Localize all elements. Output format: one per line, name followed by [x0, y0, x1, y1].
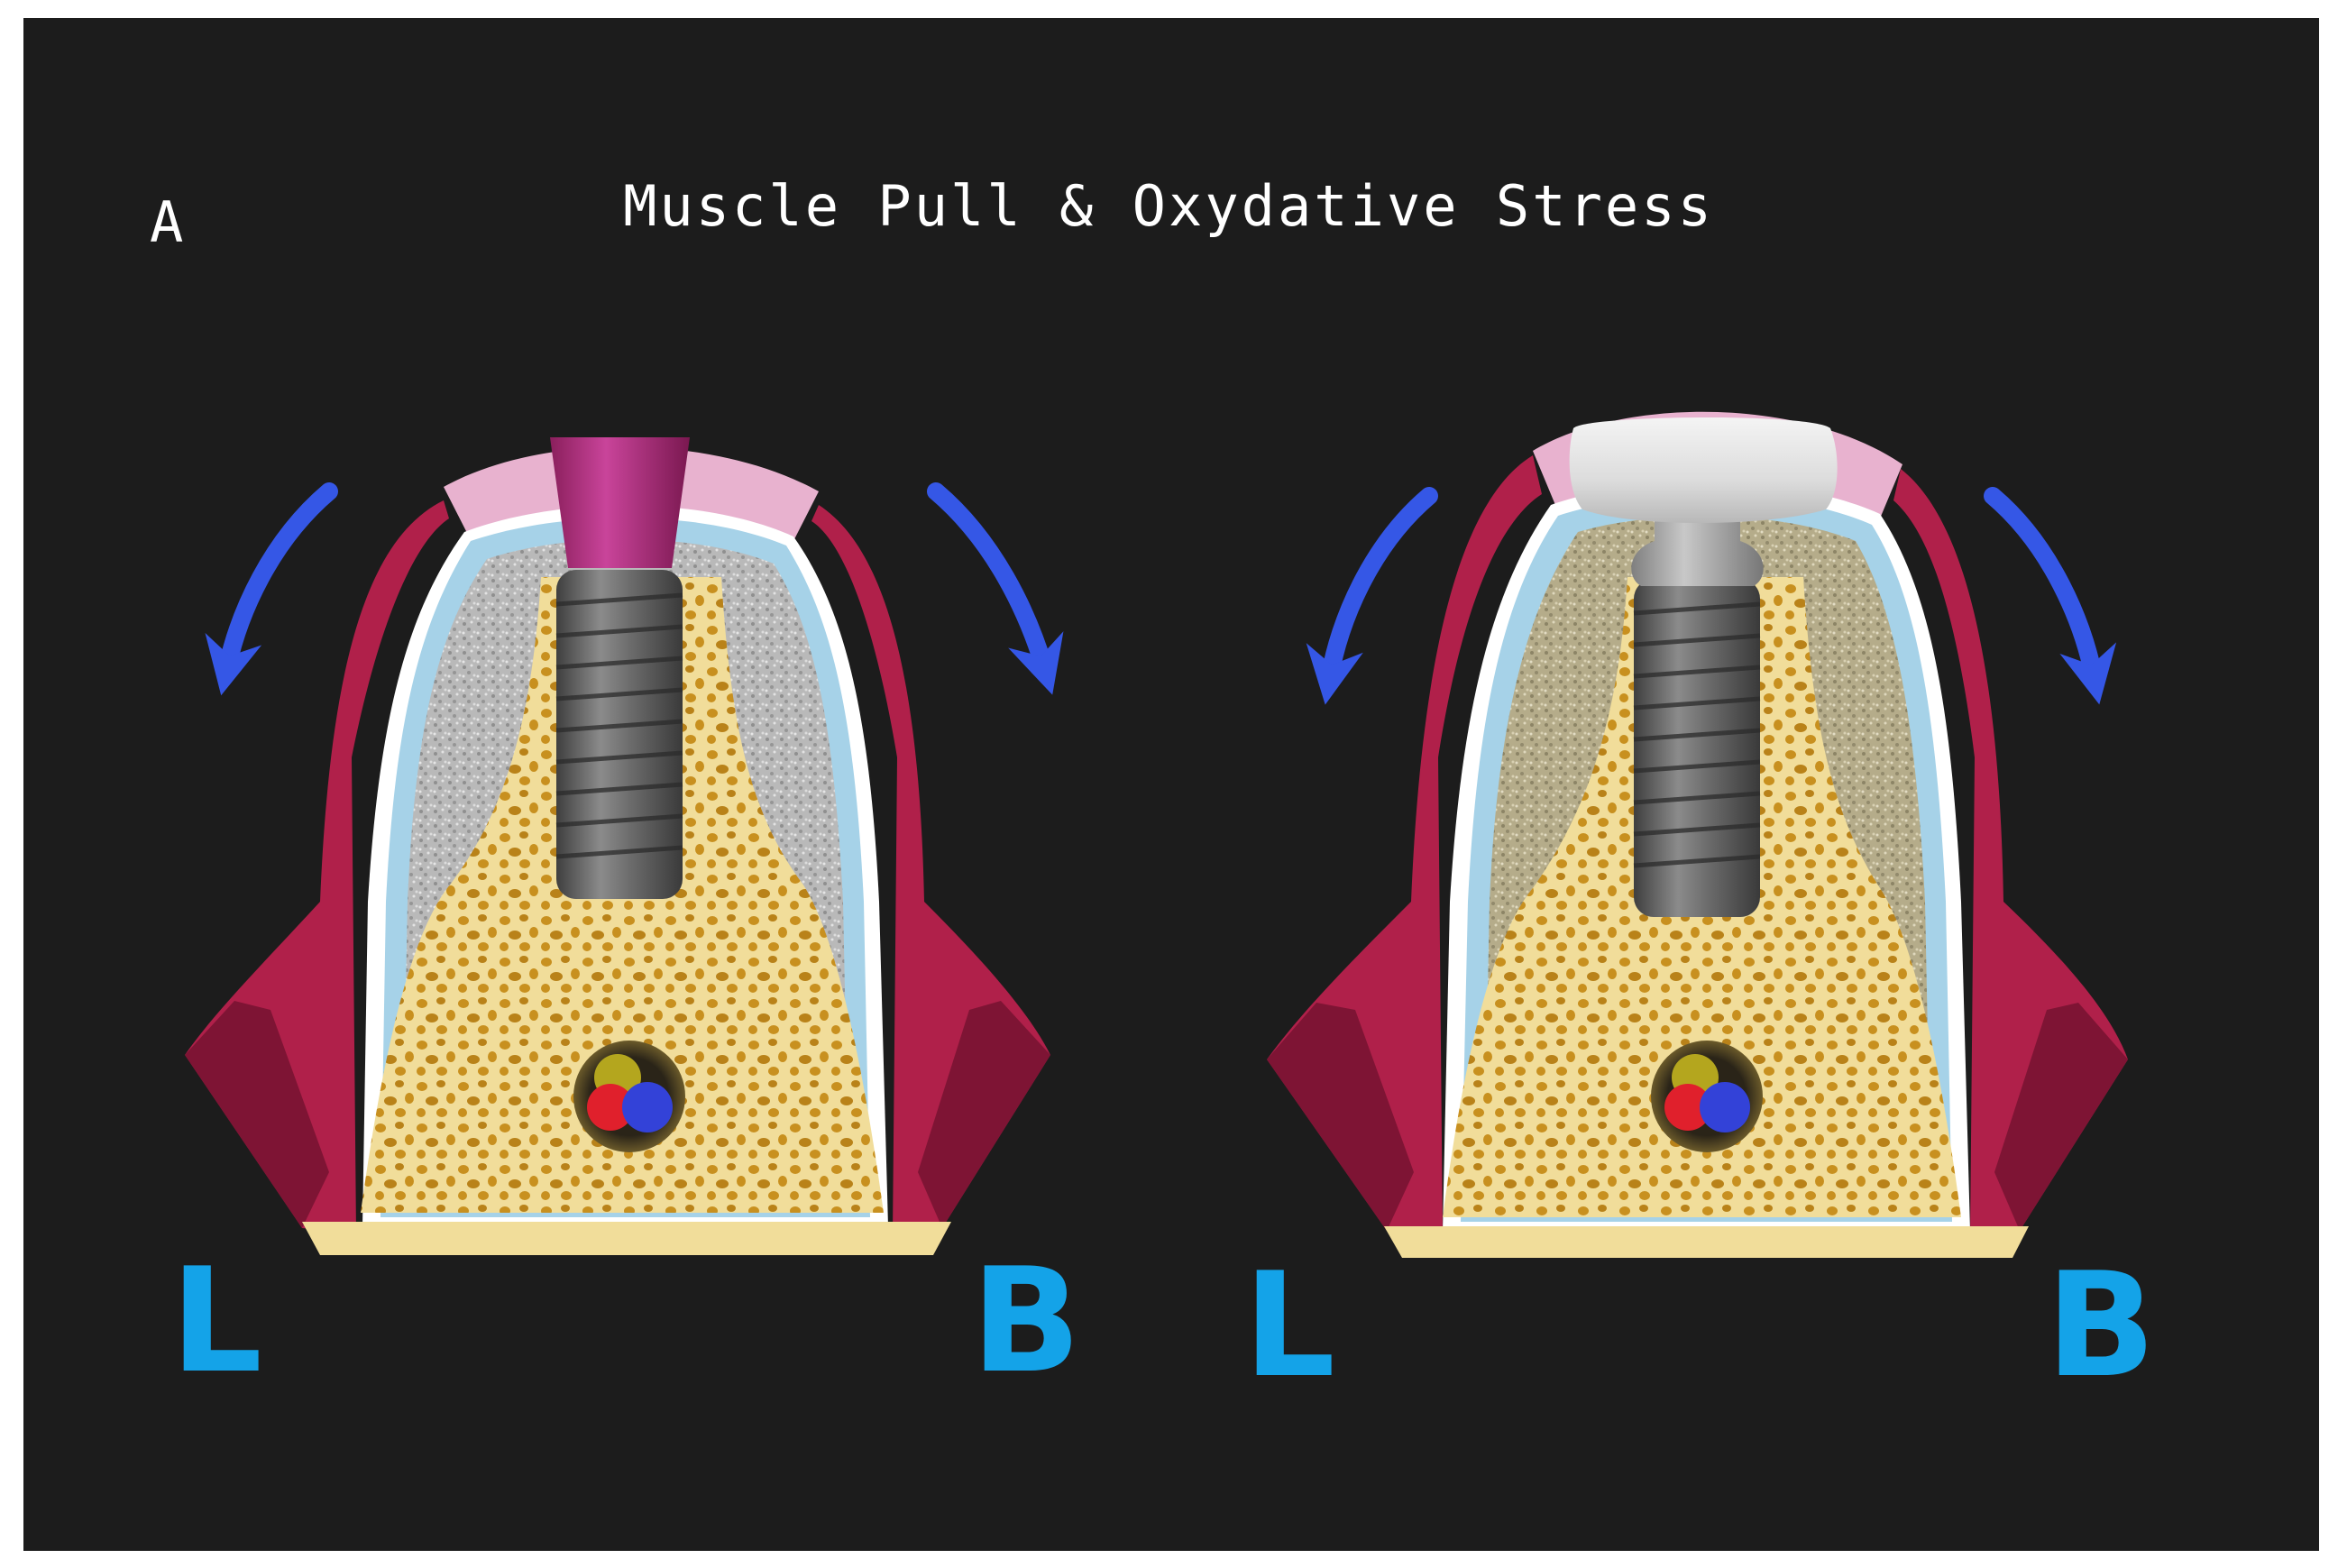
canal-artery [587, 1084, 634, 1131]
lingual-label: L [170, 1236, 262, 1405]
pull-arrow-lingual [1306, 487, 1438, 705]
canal-nerve [622, 1082, 673, 1132]
buccal-label: B [971, 1236, 1081, 1405]
figure-title: Muscle Pull & Oxydative Stress [623, 173, 1714, 239]
canal-nerve [1700, 1082, 1750, 1132]
panel-label: A [150, 189, 183, 255]
cross-section-crown [1267, 411, 2128, 1258]
muscle-fibers-left [1267, 1003, 1414, 1231]
healing-abutment [550, 437, 690, 568]
muscle-fibers-left [185, 1001, 329, 1228]
cross-section-healing-abutment [185, 437, 1050, 1255]
pull-arrow-buccal [927, 482, 1064, 695]
muscle-fibers-right [1994, 1003, 2128, 1231]
muscle-fibers-right [918, 1001, 1050, 1228]
canal-artery [1664, 1084, 1711, 1131]
pull-arrow-buccal [1984, 487, 2117, 705]
pull-arrow-lingual [205, 482, 338, 696]
bone-base [302, 1222, 951, 1255]
lingual-label: L [1243, 1241, 1335, 1409]
crown [1569, 417, 1838, 523]
bone-base [1384, 1226, 2029, 1258]
buccal-label: B [2046, 1241, 2156, 1409]
abutment-post [1631, 509, 1764, 586]
